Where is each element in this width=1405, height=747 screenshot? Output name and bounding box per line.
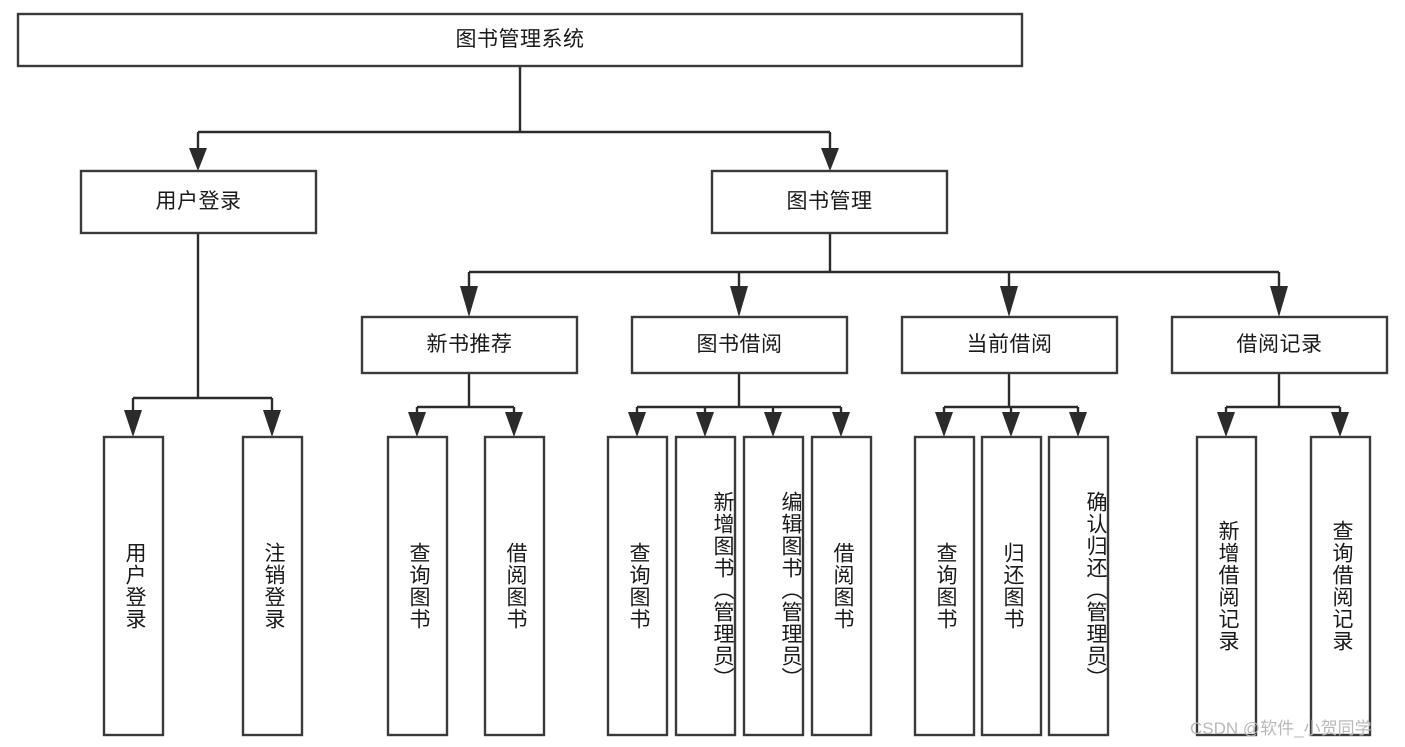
node-box-root[interactable] [16, 12, 1024, 68]
box-group [16, 12, 1389, 737]
arrow-head-borrowrecord-leaf2 [1331, 412, 1349, 437]
arrow-head-bookborrow-leaf4 [832, 412, 850, 437]
arrow-head-currentborrow-leaf1 [935, 412, 953, 437]
arrow-head-borrowrecord-leaf1 [1217, 412, 1235, 437]
node-box-leaf-add-book[interactable] [674, 435, 737, 737]
arrow-head-borrow-record [1270, 286, 1288, 317]
node-box-leaf-query-book-1[interactable] [386, 435, 449, 737]
node-box-leaf-confirm-return[interactable] [1047, 435, 1110, 737]
node-box-book-borrow[interactable] [630, 315, 849, 375]
node-box-book-management[interactable] [710, 169, 949, 235]
node-box-new-book-recommend[interactable] [360, 315, 579, 375]
node-box-current-borrow[interactable] [900, 315, 1119, 375]
arrow-head-currentborrow-leaf3 [1069, 412, 1087, 437]
node-box-leaf-borrow-book-2[interactable] [810, 435, 873, 737]
arrow-head-bookborrow-leaf1 [628, 412, 646, 437]
connector-group [124, 66, 1349, 437]
arrow-head-currentborrow-leaf2 [1002, 412, 1020, 437]
node-box-leaf-borrow-book-1[interactable] [483, 435, 546, 737]
arrow-head-current-borrow [1000, 286, 1018, 317]
arrow-head-new-book [460, 286, 478, 317]
arrow-head-newbook-leaf2 [505, 412, 523, 437]
node-box-user-login[interactable] [79, 169, 318, 235]
node-box-leaf-logout[interactable] [241, 435, 304, 737]
arrow-head-leaf-user-login [124, 410, 142, 437]
node-box-borrow-record[interactable] [1170, 315, 1389, 375]
arrow-head-leaf-logout [263, 410, 281, 437]
arrow-head-book-mgmt [821, 148, 839, 171]
node-box-leaf-query-record[interactable] [1309, 435, 1372, 737]
node-box-leaf-edit-book[interactable] [742, 435, 805, 737]
arrow-head-bookborrow-leaf2 [696, 412, 714, 437]
arrow-head-user-login [189, 148, 207, 171]
node-box-leaf-add-record[interactable] [1195, 435, 1258, 737]
arrow-head-bookborrow-leaf3 [764, 412, 782, 437]
arrow-head-book-borrow [730, 286, 748, 317]
node-box-leaf-return-book[interactable] [980, 435, 1043, 737]
node-box-leaf-user-login[interactable] [102, 435, 165, 737]
node-box-leaf-query-book-2[interactable] [606, 435, 669, 737]
node-box-leaf-query-book-3[interactable] [913, 435, 976, 737]
arrow-head-newbook-leaf1 [408, 412, 426, 437]
